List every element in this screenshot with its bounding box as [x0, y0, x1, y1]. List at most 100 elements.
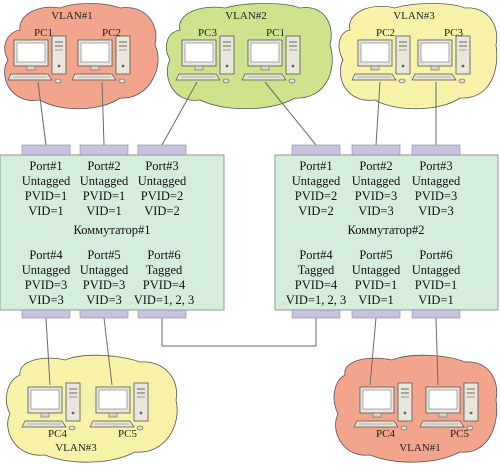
port-block: Port#5 Untagged PVID=3 VID=3: [80, 248, 129, 307]
port-vid: VID=3: [86, 293, 122, 307]
port-connector: [291, 309, 341, 319]
port-name: Port#4: [299, 248, 333, 262]
pc-label: PC2: [376, 27, 395, 39]
port-block: Port#6 Tagged PVID=4 VID=1, 2, 3: [134, 248, 195, 307]
vlan-cloud-shape: [6, 354, 178, 463]
port-connector: [351, 309, 401, 319]
port-block: Port#3 Untagged PVID=2 VID=2: [138, 159, 187, 218]
switch-2: [274, 154, 499, 311]
switch-body: [0, 154, 225, 311]
trunk-cable: [161, 318, 317, 347]
pc-bottom-vlan3-a: PC4: [21, 382, 81, 440]
pc-label: PC4: [48, 428, 67, 440]
port-block: Port#2 Untagged PVID=3 VID=3: [352, 159, 401, 218]
port-connectors: [21, 144, 461, 319]
cable: [37, 81, 47, 146]
switch-2-ports: Port#1 Untagged PVID=2 VID=2 Port#2 Unta…: [286, 159, 461, 307]
port-pvid: PVID=3: [83, 278, 125, 292]
pc-vlan2-b: PC1: [241, 27, 301, 84]
pc-vlan1-b: PC2: [71, 27, 131, 84]
port-connector: [351, 144, 401, 156]
pc-label: PC3: [444, 27, 463, 39]
port-block: Port#4 Untagged PVID=3 VID=3: [22, 248, 71, 307]
port-block: Port#4 Tagged PVID=4 VID=1, 2, 3: [286, 248, 347, 307]
cable: [101, 81, 105, 146]
port-vid: VID=3: [358, 204, 394, 218]
port-pvid: PVID=3: [355, 189, 397, 203]
port-pvid: PVID=1: [355, 278, 397, 292]
port-pvid: PVID=1: [83, 189, 125, 203]
port-name: Port#6: [419, 248, 452, 262]
pc-label: PC2: [102, 27, 121, 39]
port-name: Port#1: [29, 159, 62, 173]
pc-bottom-vlan3-b: PC5: [89, 382, 149, 440]
port-pvid: PVID=3: [25, 278, 67, 292]
port-vid: VID=1: [418, 293, 454, 307]
switch-title: Коммутатор#1: [74, 223, 151, 237]
port-block: Port#1 Untagged PVID=1 VID=1: [22, 159, 71, 218]
pc-label: PC5: [450, 428, 469, 440]
cable: [45, 317, 51, 386]
port-mode: Tagged: [298, 263, 335, 277]
port-vid: VID=2: [144, 204, 180, 218]
cable: [103, 317, 113, 386]
port-block: Port#6 Untagged PVID=1 VID=1: [412, 248, 461, 307]
port-mode: Untagged: [292, 174, 341, 188]
port-pvid: PVID=1: [25, 189, 67, 203]
port-block: Port#1 Untagged PVID=2 VID=2: [292, 159, 341, 218]
pc-vlan3-a: PC2: [351, 27, 411, 84]
cable: [264, 81, 317, 146]
pc-label: PC1: [266, 27, 285, 39]
port-vid: VID=3: [28, 293, 64, 307]
port-vid: VID=1, 2, 3: [134, 293, 195, 307]
port-name: Port#3: [419, 159, 452, 173]
switch-body: [274, 154, 499, 311]
port-mode: Untagged: [80, 263, 129, 277]
pc-label: PC3: [198, 27, 217, 39]
port-mode: Tagged: [146, 263, 183, 277]
vlan-labels: VLAN#1 VLAN#2 VLAN#3 VLAN#3 VLAN#1: [51, 10, 441, 454]
port-mode: Untagged: [352, 174, 401, 188]
port-pvid: PVID=4: [295, 278, 338, 292]
port-connector: [79, 309, 129, 319]
pc-label: PC1: [34, 27, 53, 39]
cable-lines: [37, 81, 439, 386]
port-mode: Untagged: [22, 174, 71, 188]
vlan-cloud-bottom-right: [333, 354, 498, 463]
port-connector: [137, 144, 187, 156]
cable: [375, 81, 381, 146]
vlan-label: VLAN#1: [399, 442, 441, 454]
vlan-label: VLAN#2: [225, 10, 267, 22]
switch-1-ports: Port#1 Untagged PVID=1 VID=1 Port#2 Unta…: [22, 159, 195, 307]
port-vid: VID=1: [86, 204, 122, 218]
port-name: Port#5: [359, 248, 392, 262]
port-name: Port#5: [87, 248, 120, 262]
port-mode: Untagged: [412, 263, 461, 277]
port-connector: [291, 144, 341, 156]
cable: [369, 317, 377, 386]
pc-vlan2-a: PC3: [175, 27, 235, 84]
switch-title: Коммутатор#2: [348, 223, 425, 237]
pc-bottom-vlan1-a: PC4: [353, 382, 413, 440]
vlan-label: VLAN#1: [51, 10, 93, 22]
port-connector: [79, 144, 129, 156]
port-block: Port#5 Untagged PVID=1 VID=1: [352, 248, 401, 307]
port-connector: [411, 309, 461, 319]
pc-vlan1-a: PC1: [7, 27, 67, 84]
vlan-label: VLAN#3: [55, 442, 97, 454]
port-name: Port#2: [87, 159, 120, 173]
port-mode: Untagged: [138, 174, 187, 188]
port-vid: VID=3: [418, 204, 454, 218]
port-mode: Untagged: [352, 263, 401, 277]
port-block: Port#3 Untagged PVID=3 VID=3: [412, 159, 461, 218]
vlan-cloud-bottom-left: [6, 354, 178, 463]
port-pvid: PVID=2: [295, 189, 337, 203]
port-connector: [21, 309, 71, 319]
cable: [161, 81, 198, 146]
port-pvid: PVID=2: [141, 189, 183, 203]
port-vid: VID=1: [358, 293, 394, 307]
port-name: Port#1: [299, 159, 332, 173]
port-pvid: PVID=3: [415, 189, 457, 203]
port-vid: VID=2: [298, 204, 334, 218]
port-mode: Untagged: [80, 174, 129, 188]
